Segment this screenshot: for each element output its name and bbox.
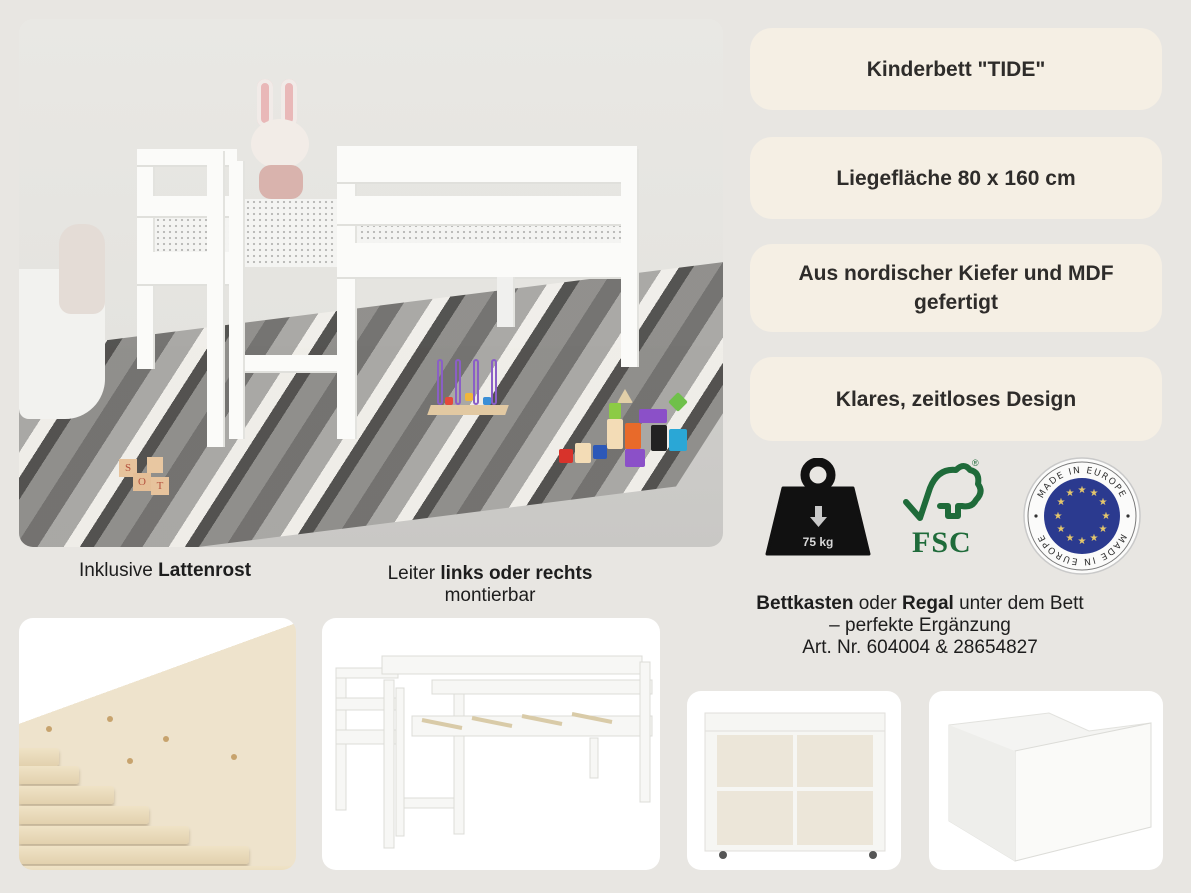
plush-cat <box>59 224 105 314</box>
feature-label: Aus nordischer Kiefer und MDF gefertigt <box>798 262 1114 314</box>
caption-accessories: Bettkasten oder Regal unter dem Bett – p… <box>700 593 1140 659</box>
svg-text:★: ★ <box>1057 524 1066 535</box>
svg-text:★: ★ <box>1102 511 1111 522</box>
caption-ladder: Leiter links oder rechts montierbar <box>387 563 593 606</box>
feature-pill-design: Klares, zeitloses Design <box>750 357 1162 441</box>
slatted-frame-photo <box>19 618 296 870</box>
building-blocks-toy <box>559 389 699 469</box>
fsc-label: FSC <box>912 526 972 559</box>
bed-product-photo <box>322 618 660 870</box>
fsc-logo: ® FSC <box>900 458 990 559</box>
registered-mark: ® <box>972 458 979 468</box>
bead-maze-toy <box>427 359 509 429</box>
svg-text:★: ★ <box>1099 524 1108 535</box>
fsc-tree-icon <box>903 463 984 521</box>
weight-capacity-badge: 75 kg <box>765 457 871 556</box>
svg-text:★: ★ <box>1090 533 1099 544</box>
bed-illustration <box>19 19 723 547</box>
feature-label: Kinderbett "TIDE" <box>866 57 1046 81</box>
article-numbers: Art. Nr. 604004 & 28654827 <box>802 637 1038 658</box>
eu-stars-icon: ★★★ ★★★ ★★★ ★★★ MADE IN EUROPE MADE IN E… <box>1023 457 1141 575</box>
svg-text:★: ★ <box>1054 511 1063 522</box>
svg-text:★: ★ <box>1099 497 1108 508</box>
feature-pill-material: Aus nordischer Kiefer und MDF gefertigt <box>750 244 1162 332</box>
svg-text:★: ★ <box>1078 485 1087 496</box>
weight-capacity-label: 75 kg <box>802 535 834 549</box>
drawer-accessory-photo <box>929 691 1163 870</box>
feature-label: Liegefläche 80 x 160 cm <box>836 166 1076 190</box>
shelf-accessory-photo <box>687 691 901 870</box>
svg-text:★: ★ <box>1090 488 1099 499</box>
svg-text:★: ★ <box>1066 533 1075 544</box>
svg-text:★: ★ <box>1078 536 1087 547</box>
shelf-icon <box>704 712 886 859</box>
weight-icon <box>765 457 871 556</box>
svg-text:★: ★ <box>1057 497 1066 508</box>
feature-label: Klares, zeitloses Design <box>835 387 1077 411</box>
feature-pill-product-name: Kinderbett "TIDE" <box>750 28 1162 110</box>
made-in-europe-badge: ★★★ ★★★ ★★★ ★★★ MADE IN EUROPE MADE IN E… <box>1021 456 1143 576</box>
bed-frame-icon <box>335 655 653 849</box>
svg-text:★: ★ <box>1066 488 1075 499</box>
caption-slatted-frame: Inklusive Lattenrost <box>78 560 252 581</box>
plush-bunny <box>251 79 321 199</box>
drawer-icon <box>948 712 1152 862</box>
feature-pill-sleeping-area: Liegefläche 80 x 160 cm <box>750 137 1162 219</box>
hero-product-photo: S O T <box>19 19 723 547</box>
